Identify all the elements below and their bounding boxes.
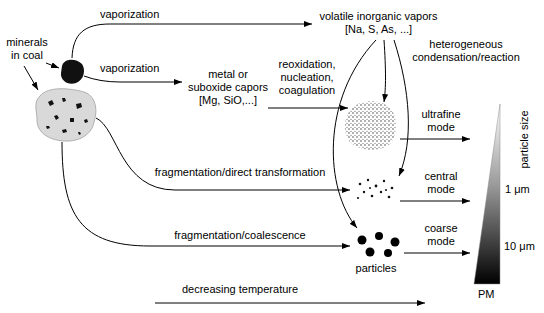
coarse-particle bbox=[358, 236, 367, 245]
text-label: vaporization bbox=[100, 62, 159, 75]
central-particle bbox=[380, 191, 382, 193]
mineral-speck bbox=[62, 129, 67, 133]
arrow bbox=[400, 139, 470, 140]
mineral-speck bbox=[48, 100, 54, 106]
text-block: metal or suboxide capors [Mg, SiO,...] bbox=[186, 68, 270, 107]
arrow bbox=[96, 118, 350, 190]
text-label: central mode bbox=[412, 170, 470, 196]
arrow bbox=[46, 63, 59, 68]
text-label: fragmentation/direct transformation bbox=[150, 166, 330, 179]
central-particle bbox=[385, 189, 387, 191]
text-block: volatile inorganic vapors [Na, S, As, ..… bbox=[316, 10, 441, 36]
mineral-speck bbox=[78, 132, 81, 135]
arrow bbox=[62, 142, 350, 246]
node-text: metal or suboxide capors [Mg, SiO,...] bbox=[186, 68, 270, 107]
mineral-speck bbox=[46, 126, 50, 129]
text-label: coarse mode bbox=[412, 222, 470, 248]
central-particle bbox=[367, 179, 369, 181]
central-particle bbox=[363, 191, 365, 193]
text-label: ultrafine mode bbox=[412, 108, 470, 134]
size-wedge bbox=[474, 104, 500, 284]
central-particle bbox=[388, 196, 391, 199]
text-block: minerals in coal bbox=[4, 36, 50, 62]
node-text: minerals in coal bbox=[4, 36, 50, 62]
arrow bbox=[84, 76, 182, 82]
text-label: particle size bbox=[518, 100, 531, 180]
node-text: volatile inorganic vapors [Na, S, As, ..… bbox=[316, 10, 441, 36]
text-label: decreasing temperature bbox=[170, 283, 310, 296]
central-particle bbox=[371, 195, 374, 198]
central-particle bbox=[383, 180, 385, 182]
arrow bbox=[394, 40, 408, 176]
arrow bbox=[155, 303, 425, 304]
text-label: vaporization bbox=[100, 8, 159, 21]
ultrafine-particles bbox=[345, 101, 396, 150]
text-label: particles bbox=[350, 262, 402, 275]
arrow bbox=[404, 253, 470, 254]
text-label: 1 μm bbox=[505, 183, 530, 196]
arrow bbox=[72, 24, 312, 58]
mineral-speck bbox=[76, 103, 82, 109]
text-label: heterogeneous condensation/reaction bbox=[410, 38, 522, 64]
arrow bbox=[24, 66, 38, 90]
mineral-speck bbox=[70, 118, 74, 122]
central-particle bbox=[391, 187, 394, 190]
coarse-particle bbox=[384, 249, 392, 257]
arrow bbox=[384, 40, 386, 102]
text-label: fragmentation/coalescence bbox=[170, 229, 310, 242]
arrow bbox=[268, 108, 348, 109]
coarse-particle bbox=[366, 248, 375, 257]
coarse-particle bbox=[375, 232, 383, 240]
central-particle bbox=[369, 187, 371, 189]
mineral-speck bbox=[62, 98, 66, 102]
mineral-speck bbox=[84, 119, 88, 123]
central-particle bbox=[375, 185, 378, 188]
coal-particle bbox=[36, 89, 96, 141]
arrow bbox=[400, 201, 470, 202]
text-label: reoxidation, nucleation, coagulation bbox=[274, 58, 340, 97]
central-particle bbox=[359, 183, 362, 186]
mineral-speck bbox=[54, 115, 59, 120]
coarse-particle bbox=[391, 238, 400, 247]
mineral-inclusion bbox=[61, 60, 84, 84]
text-label: 10 μm bbox=[504, 240, 535, 253]
text-label: PM bbox=[478, 288, 495, 301]
central-particle bbox=[357, 197, 359, 199]
